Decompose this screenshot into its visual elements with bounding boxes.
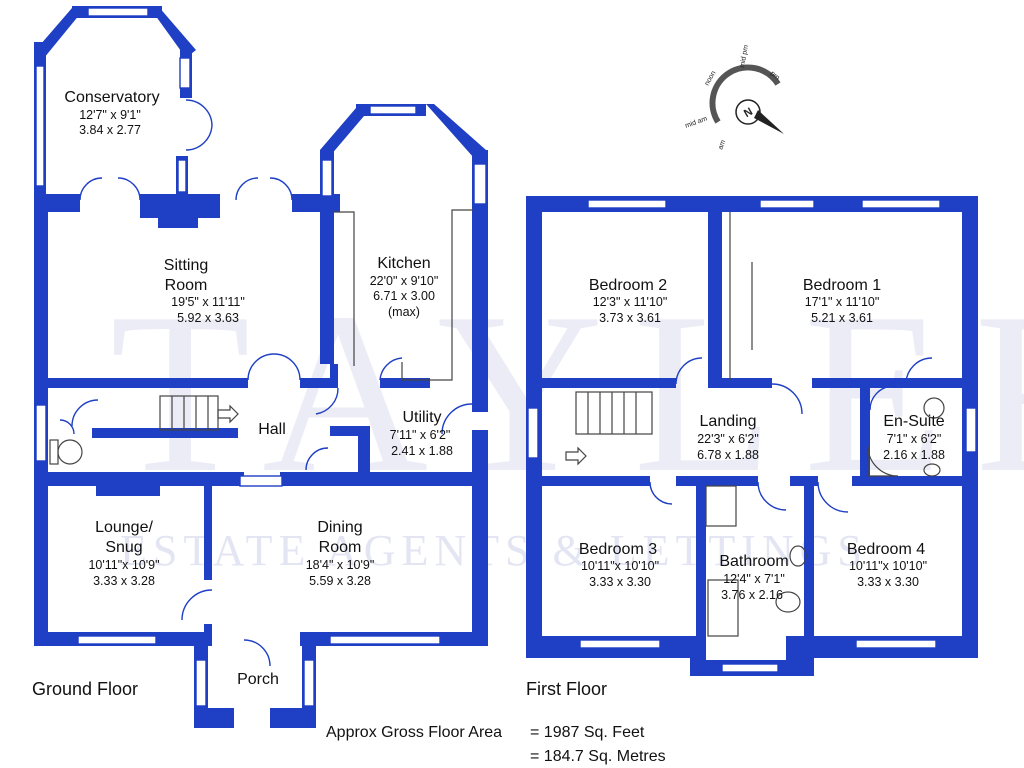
room-dimensions-note: (max) <box>388 305 420 319</box>
stairs <box>565 391 653 466</box>
room-bathroom: Bathroom 12'4" x 7'1" 3.76 x 2.16 <box>719 553 788 602</box>
room-en-suite: En-Suite 7'1" x 6'2" 2.16 x 1.88 <box>883 413 945 462</box>
room-utility: Utility 7'11" x 6'2" 2.41 x 1.88 <box>390 409 453 458</box>
room-dimensions-metric: 3.84 x 2.77 <box>79 123 141 137</box>
room-bedroom-2: Bedroom 2 12'3" x 11'10" 3.73 x 3.61 <box>589 277 667 325</box>
room-landing: Landing 22'3" x 6'2" 6.78 x 1.88 <box>697 413 759 462</box>
room-dimensions-imperial: 17'1" x 11'10" <box>805 295 880 309</box>
room-name-line2: Room <box>165 277 208 294</box>
room-dimensions-imperial: 19'5" x 11'11" <box>171 295 245 309</box>
room-name: Utility <box>402 409 441 426</box>
compass-label-mid-pm: mid pm <box>739 44 750 68</box>
first-floor-label: First Floor <box>526 679 607 699</box>
stairs <box>159 395 239 431</box>
room-dimensions-metric: 3.33 x 3.30 <box>857 575 919 589</box>
room-dimensions-metric: 5.59 x 3.28 <box>309 574 371 588</box>
room-dimensions-metric: 2.41 x 1.88 <box>391 444 453 458</box>
room-dimensions-imperial: 10'11"x 10'10" <box>581 559 659 573</box>
room-dimensions-imperial: 12'7" x 9'1" <box>79 108 141 122</box>
room-name: Hall <box>258 421 286 438</box>
ground-floor-label: Ground Floor <box>32 679 138 699</box>
compass-rose: N noon mid pm pm mid am am <box>684 44 784 151</box>
room-dimensions-metric: 3.33 x 3.30 <box>589 575 651 589</box>
room-name: Landing <box>700 413 757 430</box>
room-name: Dining <box>317 519 362 536</box>
room-dimensions-imperial: 7'1" x 6'2" <box>887 432 942 446</box>
room-dimensions-imperial: 10'11"x 10'9" <box>88 558 159 572</box>
room-dining-room: Dining Room 18'4" x 10'9" 5.59 x 3.28 <box>306 519 375 588</box>
ground-floor-plan <box>34 6 488 728</box>
room-dimensions-metric: 3.73 x 3.61 <box>599 311 661 325</box>
room-dimensions-metric: 6.71 x 3.00 <box>373 289 435 303</box>
first-floor-plan <box>526 196 978 676</box>
room-lounge-snug: Lounge/ Snug 10'11"x 10'9" 3.33 x 3.28 <box>88 519 159 588</box>
room-dimensions-imperial: 7'11" x 6'2" <box>390 428 451 442</box>
room-dimensions-imperial: 12'3" x 11'10" <box>593 295 668 309</box>
room-name: Kitchen <box>377 255 430 272</box>
room-sitting-room: Sitting Room 19'5" x 11'11" 5.92 x 3.63 <box>164 257 245 325</box>
room-name-line2: Snug <box>105 539 142 556</box>
room-kitchen: Kitchen 22'0" x 9'10" 6.71 x 3.00 (max) <box>370 255 439 319</box>
room-name: Bathroom <box>719 553 788 570</box>
room-name: Bedroom 2 <box>589 277 667 294</box>
compass-north-label: N <box>742 106 755 120</box>
room-name: Lounge/ <box>95 519 153 536</box>
gross-area-label: Approx Gross Floor Area <box>326 724 502 741</box>
svg-text:ESTATE AGENTS & LETTINGS: ESTATE AGENTS & LETTINGS <box>120 526 868 575</box>
room-dimensions-metric: 3.33 x 3.28 <box>93 574 155 588</box>
room-name: En-Suite <box>883 413 944 430</box>
gross-area-sq-metres: = 184.7 Sq. Metres <box>530 748 666 765</box>
room-name: Sitting <box>164 257 208 274</box>
room-name-line2: Room <box>319 539 362 556</box>
room-dimensions-metric: 3.76 x 2.16 <box>721 588 783 602</box>
room-dimensions-metric: 2.16 x 1.88 <box>883 448 945 462</box>
room-dimensions-metric: 5.92 x 3.63 <box>177 311 239 325</box>
room-dimensions-imperial: 22'3" x 6'2" <box>697 432 759 446</box>
room-conservatory: Conservatory 12'7" x 9'1" 3.84 x 2.77 <box>64 89 159 137</box>
room-name: Bedroom 1 <box>803 277 881 294</box>
room-porch: Porch <box>237 671 279 688</box>
compass-label-pm: pm <box>769 70 781 82</box>
room-bedroom-1: Bedroom 1 17'1" x 11'10" 5.21 x 3.61 <box>803 277 881 325</box>
room-bedroom-4: Bedroom 4 10'11"x 10'10" 3.33 x 3.30 <box>847 541 927 589</box>
room-hall: Hall <box>258 421 286 438</box>
room-dimensions-metric: 5.21 x 3.61 <box>811 311 873 325</box>
room-dimensions-imperial: 22'0" x 9'10" <box>370 274 439 288</box>
room-name: Conservatory <box>64 89 159 106</box>
room-dimensions-metric: 6.78 x 1.88 <box>697 448 759 462</box>
room-dimensions-imperial: 10'11"x 10'10" <box>849 559 927 573</box>
room-dimensions-imperial: 18'4" x 10'9" <box>306 558 375 572</box>
room-name: Porch <box>237 671 279 688</box>
room-dimensions-imperial: 12'4" x 7'1" <box>723 572 785 586</box>
room-name: Bedroom 3 <box>579 541 657 558</box>
compass-label-am: am <box>717 139 727 151</box>
room-bedroom-3: Bedroom 3 10'11"x 10'10" 3.33 x 3.30 <box>579 541 659 589</box>
compass-label-mid-am: mid am <box>684 115 708 129</box>
gross-area-sq-feet: = 1987 Sq. Feet <box>530 724 645 741</box>
room-name: Bedroom 4 <box>847 541 925 558</box>
